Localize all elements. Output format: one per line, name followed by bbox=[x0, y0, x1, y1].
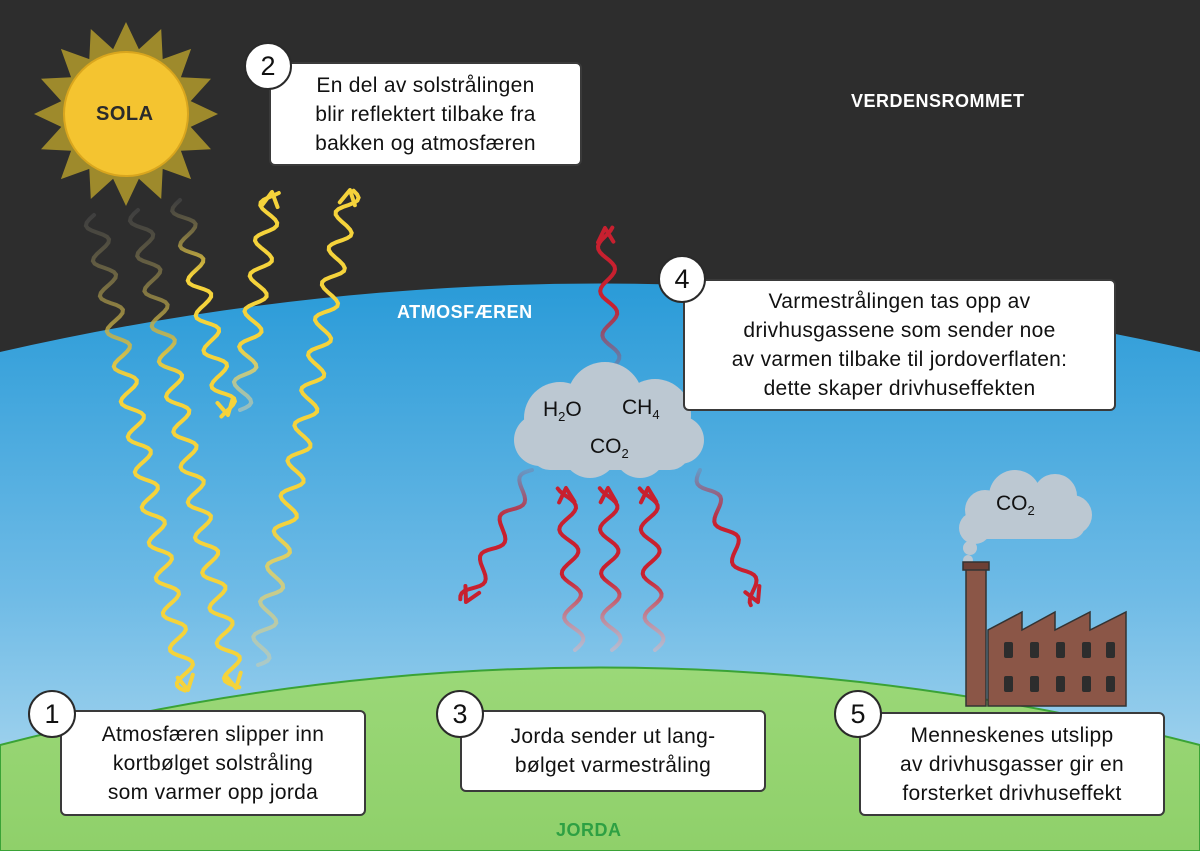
step-3-line-1: Jorda sender ut lang- bbox=[510, 725, 716, 748]
step-5-box: Menneskenes utslipp av drivhusgasser gir… bbox=[859, 712, 1165, 816]
factory-window bbox=[1004, 642, 1013, 658]
atmosphere-label: ATMOSFÆREN bbox=[397, 302, 533, 322]
heat-ray-up-2 bbox=[597, 486, 623, 652]
factory-window bbox=[1004, 676, 1013, 692]
greenhouse-gas-cloud bbox=[514, 362, 704, 478]
heat-ray-up-1 bbox=[555, 486, 586, 652]
factory-icon bbox=[962, 561, 1127, 707]
factory-window bbox=[1106, 642, 1115, 658]
step-3-number: 3 bbox=[436, 690, 484, 738]
factory-window bbox=[1082, 642, 1091, 658]
step-4-line-2: drivhusgassene som sender noe bbox=[743, 319, 1056, 342]
step-1-line-1: Atmosfæren slipper inn bbox=[101, 722, 325, 746]
reflected-solar-radiation bbox=[231, 188, 361, 667]
factory-window bbox=[1056, 642, 1065, 658]
step-5-line-2: av drivhusgasser gir en bbox=[899, 752, 1124, 776]
reflected-ray-2 bbox=[251, 188, 361, 667]
heat-ray-back-left bbox=[458, 468, 534, 604]
step-5-line-1: Menneskenes utslipp bbox=[910, 723, 1114, 747]
longwave-heat-radiation bbox=[458, 225, 762, 652]
co2-formula: CO2 bbox=[590, 435, 629, 461]
step-2-box: En del av solstrålingen blir reflektert … bbox=[269, 62, 582, 166]
step-1-line-2: kortbølget solstråling bbox=[112, 751, 314, 775]
step-4-line-1: Varmestrålingen tas opp av bbox=[768, 290, 1031, 313]
step-4-line-4: dette skaper drivhuseffekten bbox=[763, 377, 1036, 400]
step-5-number: 5 bbox=[834, 690, 882, 738]
solar-ray-3 bbox=[170, 198, 238, 419]
step-1-number: 1 bbox=[28, 690, 76, 738]
step-4-box: Varmestrålingen tas opp av drivhusgassen… bbox=[683, 279, 1116, 411]
factory-window bbox=[1030, 642, 1039, 658]
step-1-line-3: som varmer opp jorda bbox=[107, 780, 319, 804]
factory-window bbox=[1082, 676, 1091, 692]
space-label: VERDENSROMMET bbox=[851, 91, 1025, 111]
step-5-line-3: forsterket drivhuseffekt bbox=[902, 781, 1122, 805]
step-4-number: 4 bbox=[658, 255, 706, 303]
step-3-box: Jorda sender ut lang- bølget varmestråli… bbox=[460, 710, 766, 792]
step-3-line-2: bølget varmestråling bbox=[514, 754, 712, 777]
reflected-ray-1 bbox=[231, 190, 281, 412]
factory-window bbox=[1056, 676, 1065, 692]
factory-window bbox=[1030, 676, 1039, 692]
incoming-solar-radiation bbox=[83, 198, 243, 693]
step-4-line-3: av varmen tilbake til jordoverflaten: bbox=[731, 348, 1068, 371]
heat-ray-back-right bbox=[694, 468, 762, 608]
step-1-box: Atmosfæren slipper inn kortbølget solstr… bbox=[60, 710, 366, 816]
heat-ray-escape bbox=[595, 225, 622, 370]
step-2-line-1: En del av solstrålingen bbox=[316, 73, 535, 97]
solar-ray-2 bbox=[127, 208, 243, 690]
ch4-formula: CH4 bbox=[622, 396, 660, 422]
step-2-line-3: bakken og atmosfæren bbox=[315, 131, 536, 155]
solar-ray-1 bbox=[83, 213, 196, 693]
h2o-formula: H2O bbox=[543, 398, 582, 424]
earth-label: JORDA bbox=[556, 820, 622, 840]
step-2-line-2: blir reflektert tilbake fra bbox=[315, 102, 536, 126]
factory-window bbox=[1106, 676, 1115, 692]
heat-ray-up-3 bbox=[637, 486, 666, 652]
sun-icon bbox=[34, 22, 218, 206]
factory-co2-formula: CO2 bbox=[996, 492, 1035, 518]
step-2-number: 2 bbox=[244, 42, 292, 90]
sun-label: SOLA bbox=[96, 103, 154, 125]
